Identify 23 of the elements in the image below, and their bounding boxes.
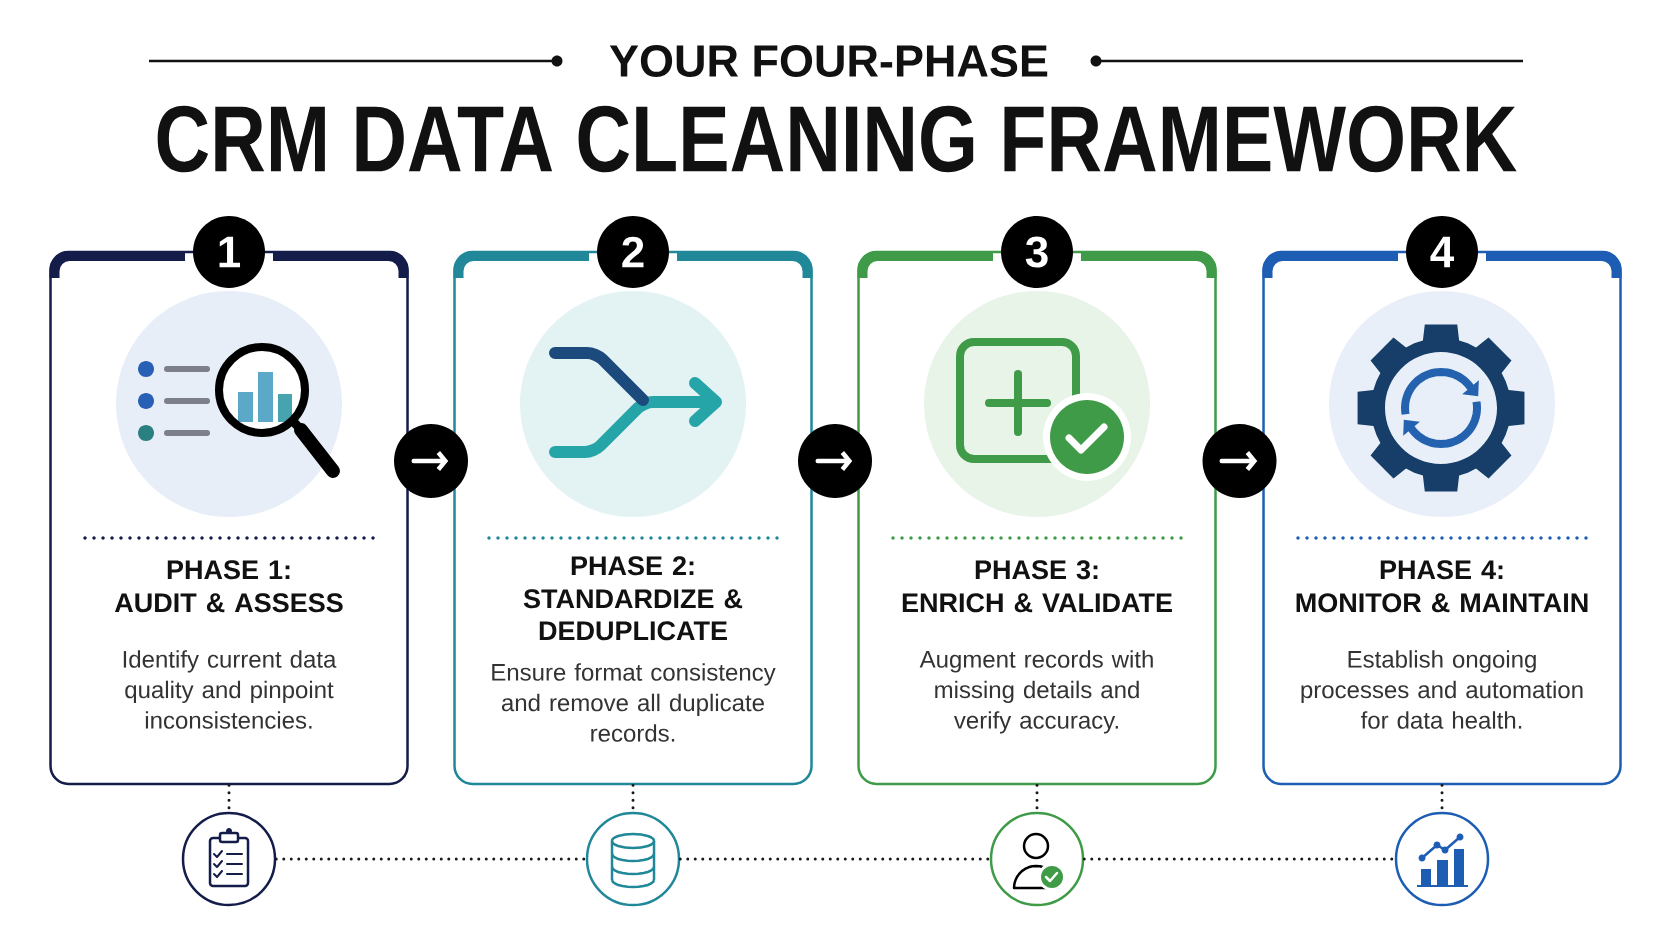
step-number-badge: 1 (193, 216, 265, 288)
subtitle: YOUR FOUR-PHASE (609, 45, 1048, 77)
arrow (798, 424, 872, 498)
phase-description: Ensure format consistency and remove all duplicate records. (492, 663, 776, 742)
title: CRM DATA CLEANING FRAMEWORK (157, 105, 1517, 173)
phase-label: PHASE 1: (167, 560, 290, 580)
phase-title: MONITOR & MAINTAIN (1296, 593, 1588, 613)
arrow (394, 424, 468, 498)
phase-description: Establish ongoing processes and automation for data health. (1301, 650, 1583, 729)
phase-label: PHASE 4: (1380, 560, 1503, 580)
phase-title: AUDIT & ASSESS (114, 593, 343, 613)
phase-label: PHASE 3: (975, 560, 1098, 580)
step-number-badge: 4 (1406, 216, 1478, 288)
phase-label: PHASE 2: (571, 556, 694, 576)
step-number-badge: 3 (1001, 216, 1073, 288)
arrow (1202, 424, 1277, 498)
step-number-badge: 2 (597, 216, 669, 288)
connector-line (274, 857, 588, 861)
phase-title: STANDARDIZE & DEDUPLICATE (523, 589, 743, 641)
phase-description: Augment records with missing details and verify accuracy. (919, 650, 1153, 734)
phase-description: Identify current data quality and pinpoint inconsistencies. (123, 650, 337, 729)
connector-line (678, 857, 992, 861)
phase-title: ENRICH & VALIDATE (902, 593, 1172, 613)
